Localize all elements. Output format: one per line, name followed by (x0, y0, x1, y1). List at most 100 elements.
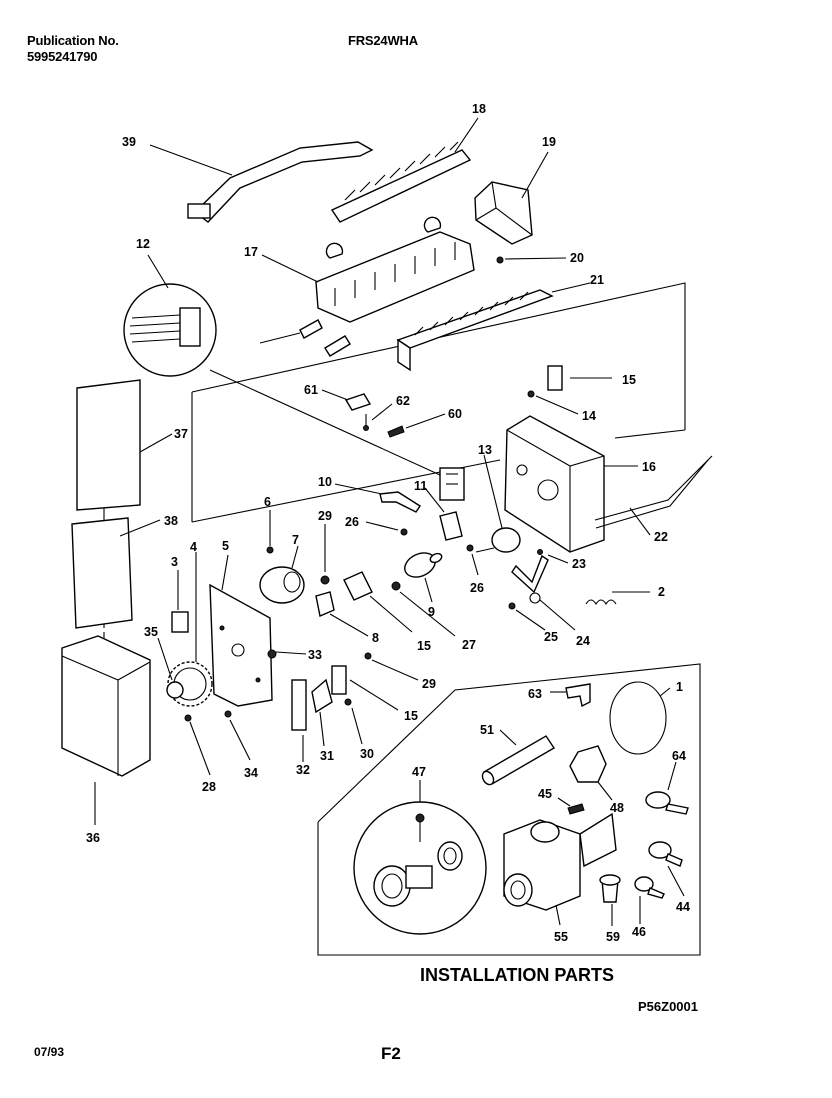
part-51-tube (481, 729, 555, 786)
callout-35: 35 (144, 625, 158, 639)
callout-25: 25 (544, 630, 558, 644)
model-number: FRS24WHA (348, 33, 418, 48)
callout-31: 31 (320, 749, 334, 763)
part-34-screw (224, 710, 251, 761)
part-2-spring (585, 591, 650, 606)
callout-38: 38 (164, 514, 178, 528)
callout-33: 33 (308, 648, 322, 662)
part-24-arm (511, 554, 576, 631)
part-19-cover (474, 151, 549, 245)
publication-label: Publication No. (27, 33, 119, 48)
part-28-screw (184, 714, 211, 776)
part-61-bracket (321, 389, 372, 411)
callout-62: 62 (396, 394, 410, 408)
callout-24: 24 (576, 634, 590, 648)
part-46-clamp (634, 876, 665, 924)
part-15-switch-bottom (331, 665, 399, 711)
part-47-valve-detail (353, 780, 487, 935)
part-27-screw (391, 581, 456, 637)
part-62-screw (363, 403, 393, 431)
part-1-tubing-coil (609, 681, 671, 755)
callout-27: 27 (462, 638, 476, 652)
callout-30: 30 (360, 747, 374, 761)
part-26-screw-a (365, 521, 408, 536)
callout-36: 36 (86, 831, 100, 845)
callout-5: 5 (222, 539, 229, 553)
callout-26-top: 26 (345, 515, 359, 529)
callout-8: 8 (372, 631, 379, 645)
callout-59: 59 (606, 930, 620, 944)
part-36-carton (61, 635, 151, 825)
part-21-heater (396, 282, 591, 372)
callout-15-top: 15 (622, 373, 636, 387)
part-29-screw-a (320, 524, 330, 585)
callout-45: 45 (538, 787, 552, 801)
part-29-screw-b (364, 652, 419, 681)
callout-21: 21 (590, 273, 604, 287)
callout-10: 10 (318, 475, 332, 489)
callout-15-bottom: 15 (404, 709, 418, 723)
part-10-lever (334, 483, 421, 513)
part-18-ejector (330, 117, 479, 223)
part-15-switch-top (547, 365, 612, 391)
part-39-wire-harness (149, 141, 374, 223)
callout-55: 55 (554, 930, 568, 944)
callout-46: 46 (632, 925, 646, 939)
callout-13: 13 (478, 443, 492, 457)
callout-20: 20 (570, 251, 584, 265)
callout-labels: 39 18 19 12 17 20 21 15 61 62 14 60 37 1… (86, 102, 690, 944)
part-45-screw (557, 797, 585, 815)
section-title: INSTALLATION PARTS (420, 965, 614, 985)
callout-29-bottom: 29 (422, 677, 436, 691)
callout-44: 44 (676, 900, 690, 914)
part-13-motor (475, 454, 521, 553)
part-44-clamp (648, 841, 685, 897)
part-3-shim (171, 570, 189, 633)
callout-61: 61 (304, 383, 318, 397)
part-6-screw (266, 510, 274, 554)
part-37-instructions (76, 379, 173, 511)
callout-47: 47 (412, 765, 426, 779)
callout-39: 39 (122, 135, 136, 149)
callout-32: 32 (296, 763, 310, 777)
part-16-housing (504, 415, 638, 553)
part-59-bushing (599, 874, 621, 926)
callout-11: 11 (414, 479, 427, 493)
footer-date: 07/93 (34, 1045, 65, 1059)
callout-51: 51 (480, 723, 494, 737)
callout-26-mid: 26 (470, 581, 484, 595)
callout-17: 17 (244, 245, 258, 259)
callout-3: 3 (171, 555, 178, 569)
callout-18: 18 (472, 102, 486, 116)
part-64-clamp (645, 761, 689, 815)
part-32-bracket (291, 679, 307, 762)
part-connector-block (439, 467, 465, 501)
part-14-screw (527, 390, 579, 415)
part-8-switch (315, 591, 369, 637)
callout-37: 37 (174, 427, 188, 441)
callout-22: 22 (654, 530, 668, 544)
part-23-spring (537, 549, 569, 564)
callout-2: 2 (658, 585, 665, 599)
callout-9: 9 (428, 605, 435, 619)
callout-23: 23 (572, 557, 586, 571)
callout-7: 7 (292, 533, 299, 547)
callout-1: 1 (676, 680, 683, 694)
part-20-screw (496, 256, 567, 264)
part-11-clip (424, 487, 463, 541)
part-55-water-valve (503, 812, 617, 926)
callout-29-top: 29 (318, 509, 332, 523)
part-48-fitting (569, 745, 613, 801)
part-38-card (71, 517, 161, 629)
drawing-code: P56Z0001 (638, 999, 698, 1014)
callout-6: 6 (264, 495, 271, 509)
part-5-mounting-plate (209, 554, 273, 707)
callout-34: 34 (244, 766, 258, 780)
callout-48: 48 (610, 801, 624, 815)
part-17-ice-mold (259, 216, 475, 357)
callout-19: 19 (542, 135, 556, 149)
callout-14: 14 (582, 409, 596, 423)
part-63-clip (550, 683, 591, 708)
part-30-screw (344, 698, 363, 745)
